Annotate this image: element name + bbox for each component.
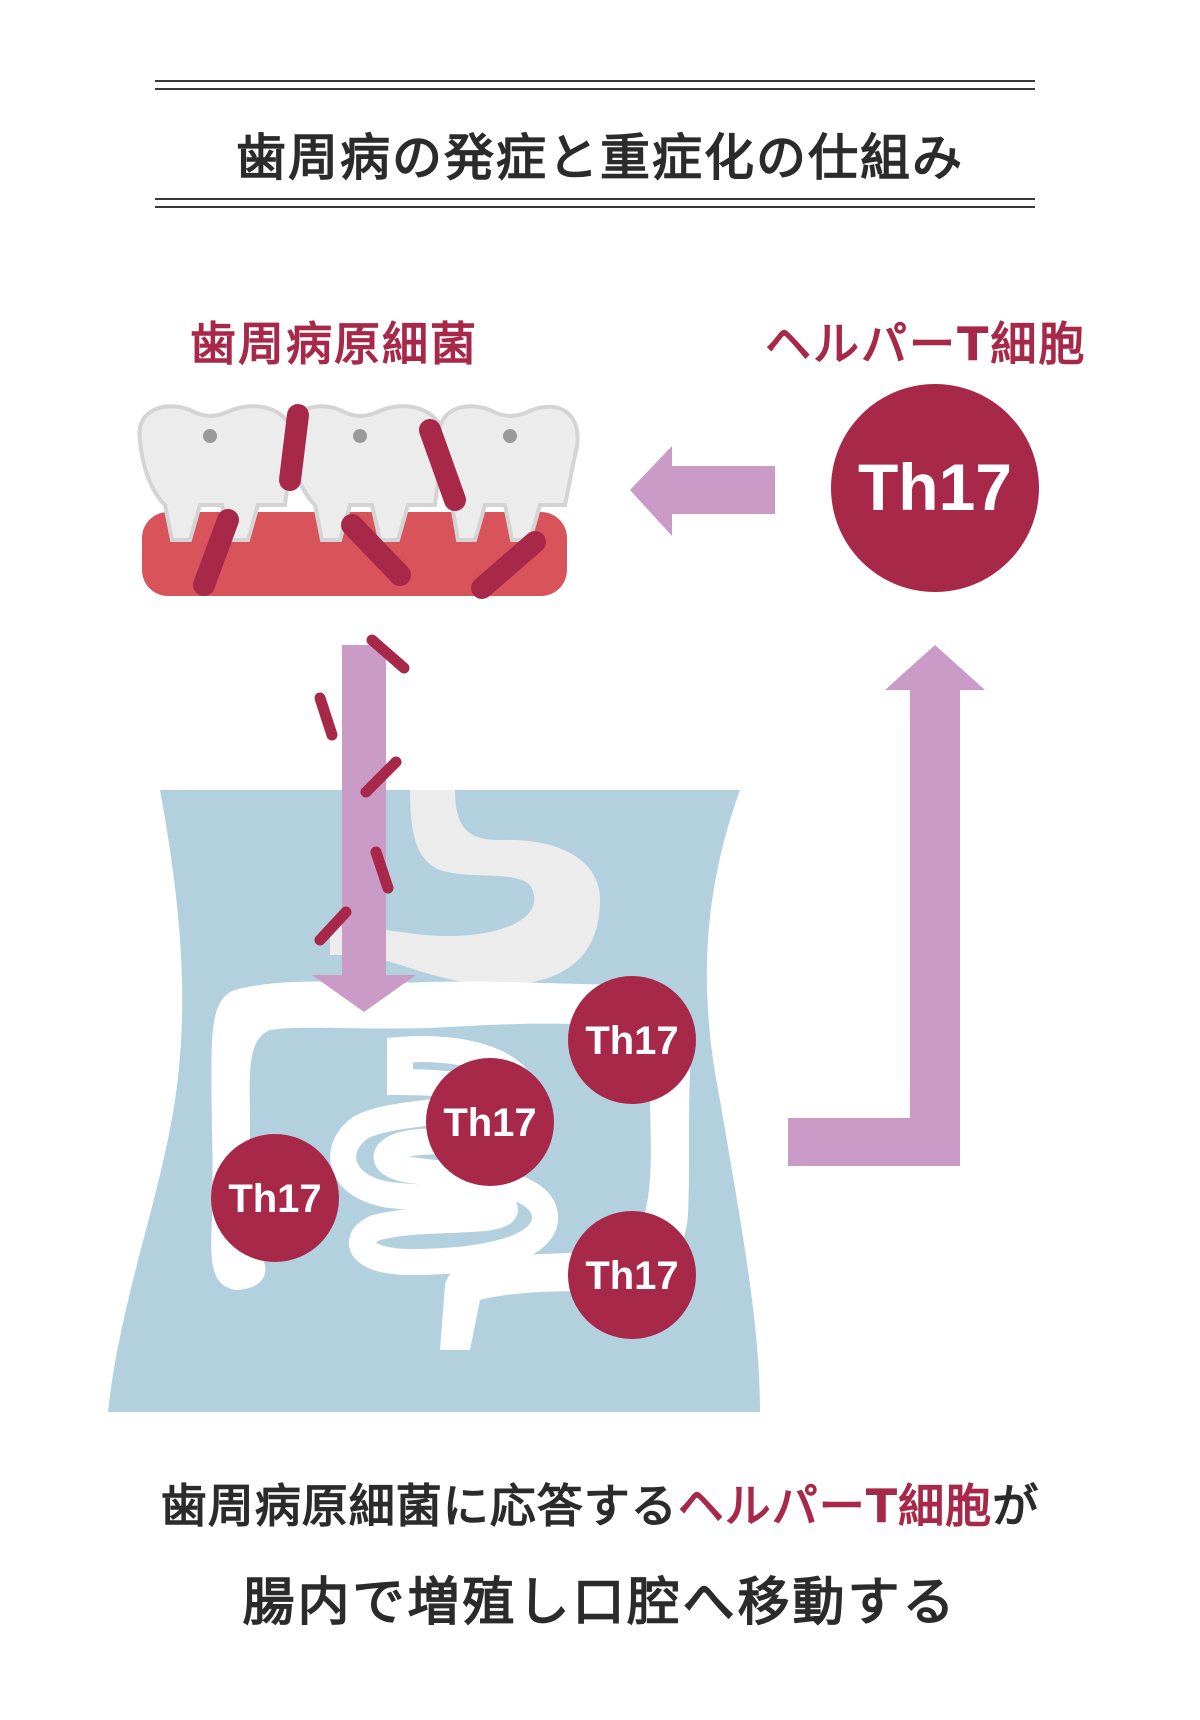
bacterium-dash-1 xyxy=(366,634,410,674)
gut-th17-cell-3-label: Th17 xyxy=(228,1177,321,1221)
arrow-to-helper-t xyxy=(788,645,985,1166)
bacterium-rod-4 xyxy=(341,514,411,586)
bacteria-label: 歯周病原細菌 xyxy=(190,317,478,371)
bacterium-dash-4 xyxy=(370,846,394,894)
bacterium-rod-2 xyxy=(419,419,466,511)
diagram-title: 歯周病の発症と重症化の仕組み xyxy=(236,129,964,187)
gut-th17-cell-2-label: Th17 xyxy=(443,1101,536,1145)
bacterium-rod-5 xyxy=(471,531,546,599)
tooth-1 xyxy=(137,404,296,542)
arrow-to-gut xyxy=(312,645,416,1012)
bacterium-rod-1 xyxy=(279,404,309,491)
title-rule-top-2 xyxy=(155,88,1035,90)
gut-th17-cell-3 xyxy=(211,1134,339,1262)
helper-t-cell-large-label: Th17 xyxy=(858,450,1012,524)
title-rule-bottom-2 xyxy=(155,206,1035,208)
gut-th17-cell-4 xyxy=(568,1211,696,1339)
bacterium-dash-3 xyxy=(360,756,402,798)
helper-t-cell-large xyxy=(831,384,1039,592)
tooth-2 xyxy=(287,404,446,542)
gut-th17-cell-2 xyxy=(426,1058,554,1186)
gut-th17-cell-4-label: Th17 xyxy=(585,1254,678,1298)
caption-highlight: ヘルパーT細胞 xyxy=(677,1479,993,1533)
title-rule-bottom-1 xyxy=(155,198,1035,200)
bacterium-dash-5 xyxy=(314,906,352,946)
title-rule-top-1 xyxy=(155,80,1035,82)
caption-line-1-part-1: 歯周病原細菌に応答する xyxy=(160,1479,678,1533)
gut-th17-cell-1-label: Th17 xyxy=(585,1019,678,1063)
caption-line-2: 腸内で増殖し口腔へ移動する xyxy=(242,1573,958,1633)
gut-th17-cell-1 xyxy=(568,976,696,1104)
caption-line-1-part-2: が xyxy=(992,1479,1040,1533)
stomach xyxy=(330,790,600,985)
bacterium-dash-2 xyxy=(314,692,338,741)
caption-line-1: 歯周病原細菌に応答するヘルパーT細胞が xyxy=(0,1470,1200,1536)
helper-t-label: ヘルパーT細胞 xyxy=(765,317,1087,371)
bacterium-rod-3 xyxy=(193,509,239,596)
arrow-to-mouth xyxy=(630,446,775,536)
